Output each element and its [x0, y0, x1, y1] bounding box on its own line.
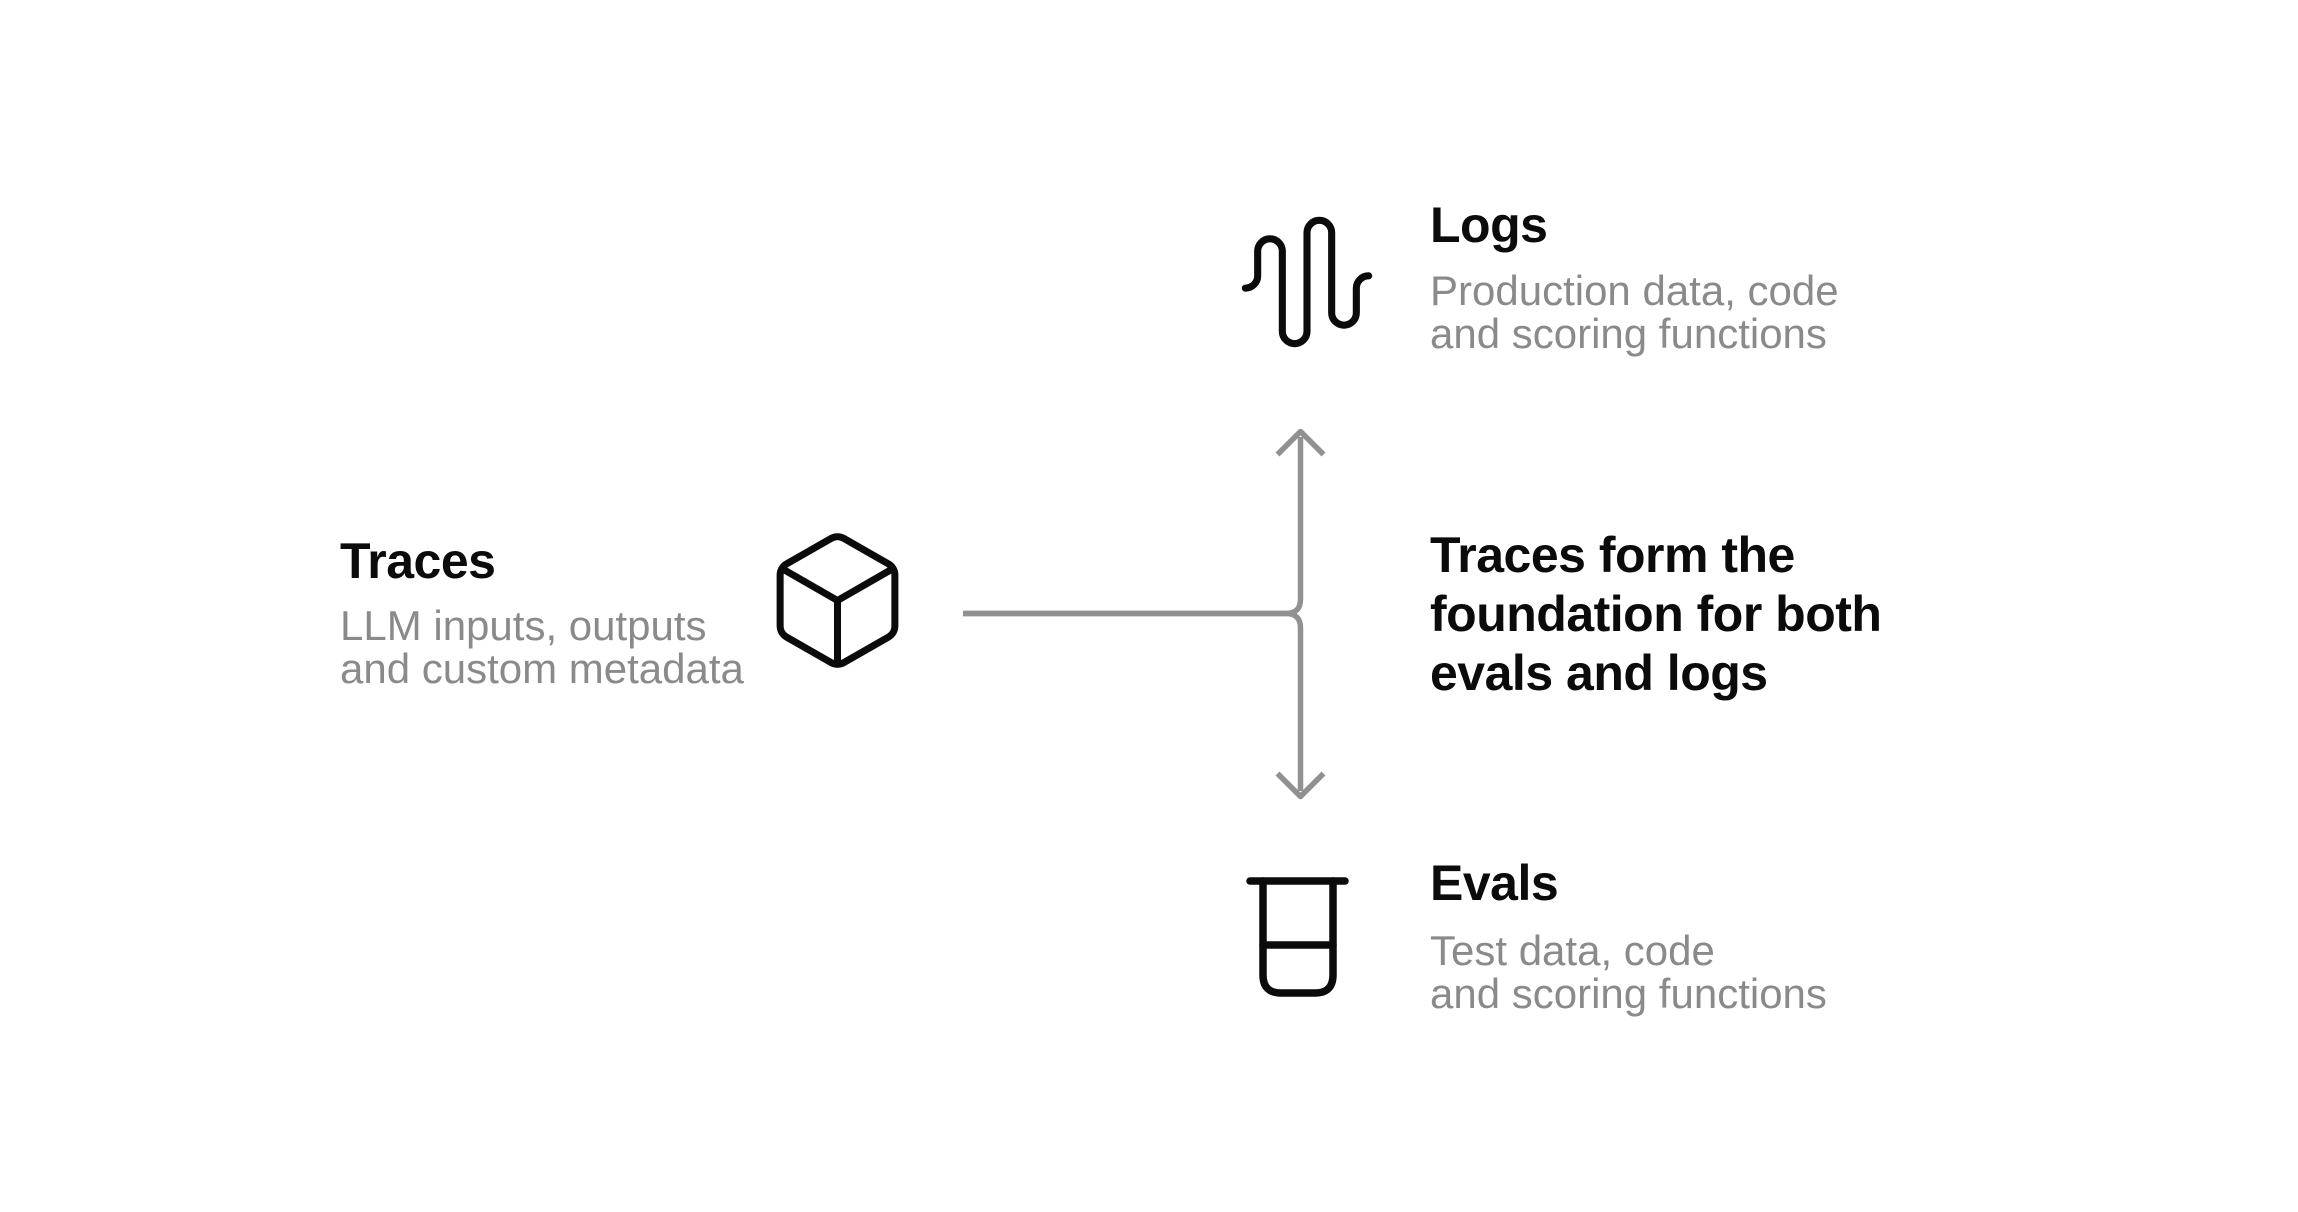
- evals-title: Evals: [1430, 855, 1559, 911]
- arrow-to-logs-line: [963, 437, 1304, 617]
- cube-icon: [776, 533, 899, 668]
- beaker-icon: [1246, 877, 1349, 997]
- logs-title: Logs: [1430, 197, 1548, 253]
- foundation-statement: Traces form the foundation for both eval…: [1430, 527, 1882, 701]
- logs-description: Production data, code and scoring functi…: [1430, 267, 1839, 357]
- evals-description: Test data, code and scoring functions: [1430, 927, 1827, 1017]
- traces-description: LLM inputs, outputs and custom metadata: [340, 602, 744, 692]
- audio-waveform-icon: [1241, 216, 1373, 348]
- arrow-to-logs-head: [1275, 428, 1326, 457]
- arrow-to-evals-line: [963, 610, 1304, 791]
- traces-title: Traces: [340, 533, 496, 589]
- arrow-to-evals-head: [1275, 771, 1326, 800]
